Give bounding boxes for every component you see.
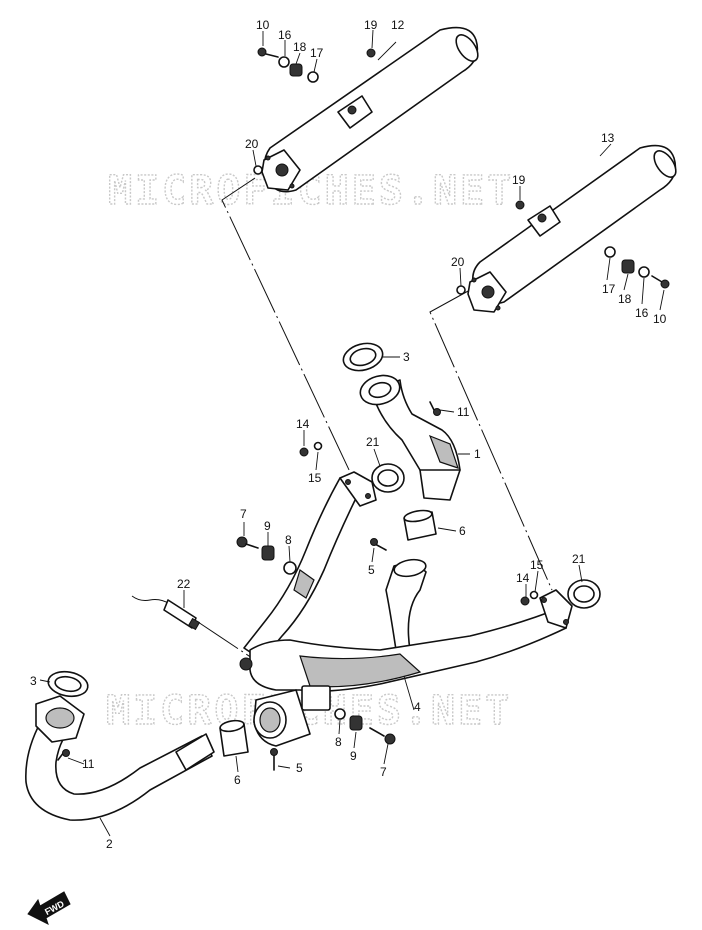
callout-12: 12 bbox=[391, 18, 405, 32]
callout-22: 22 bbox=[177, 577, 191, 591]
callout-7-right: 7 bbox=[380, 765, 387, 779]
callout-16-right: 16 bbox=[635, 306, 649, 320]
nut-19-right bbox=[515, 200, 525, 210]
callout-8-right: 8 bbox=[335, 735, 342, 749]
collar-8-right bbox=[334, 708, 346, 720]
callout-5-upper: 5 bbox=[368, 563, 375, 577]
callout-3-lower: 3 bbox=[30, 674, 37, 688]
bolt-5-upper bbox=[370, 538, 387, 551]
cushion-18-top bbox=[289, 63, 303, 77]
cushion-9-right bbox=[349, 715, 363, 731]
callout-15-left: 15 bbox=[308, 471, 322, 485]
callout-14-right: 14 bbox=[516, 571, 530, 585]
callout-9-left: 9 bbox=[264, 519, 271, 533]
collar-8-left bbox=[283, 561, 297, 575]
callout-6-lower: 6 bbox=[234, 773, 241, 787]
callout-11-upper: 11 bbox=[457, 405, 470, 419]
forward-arrow-icon: FWD bbox=[27, 891, 71, 925]
callout-6-upper: 6 bbox=[459, 524, 466, 538]
bolt-10-top bbox=[257, 47, 279, 58]
callout-20-top: 20 bbox=[245, 137, 259, 151]
callout-9-right: 9 bbox=[350, 749, 357, 763]
collar-17-right bbox=[604, 246, 616, 258]
sleeve-6-upper bbox=[403, 509, 437, 541]
callout-20-right: 20 bbox=[451, 255, 465, 269]
callout-17-top: 17 bbox=[310, 46, 324, 60]
bolt-14-left bbox=[299, 447, 309, 457]
callout-8-left: 8 bbox=[285, 533, 292, 547]
callout-13: 13 bbox=[601, 131, 615, 145]
washer-15-left bbox=[313, 441, 323, 451]
callout-7-left: 7 bbox=[240, 507, 247, 521]
muffler-12 bbox=[261, 26, 479, 193]
cushion-18-right bbox=[621, 259, 635, 274]
bolt-14-right bbox=[520, 596, 530, 606]
callout-5-lower: 5 bbox=[296, 761, 303, 775]
washer-15-right bbox=[529, 590, 539, 600]
bolt-11-lower bbox=[57, 749, 70, 761]
muffler-13 bbox=[467, 144, 677, 313]
ref-line-sensor bbox=[197, 621, 259, 663]
collar-17-top bbox=[307, 71, 319, 83]
callout-19-right: 19 bbox=[512, 173, 526, 187]
exhaust-pipe-2 bbox=[25, 695, 215, 821]
nut-19-top bbox=[366, 48, 376, 58]
bolt-10-right bbox=[651, 275, 670, 289]
callout-17-right: 17 bbox=[602, 282, 616, 296]
washer-16-right bbox=[638, 266, 650, 278]
bolt-11-upper bbox=[429, 401, 441, 416]
bolt-7-left bbox=[236, 536, 259, 549]
oxygen-sensor-22 bbox=[131, 595, 201, 631]
callout-18-top: 18 bbox=[293, 40, 307, 54]
washer-16-top bbox=[278, 56, 290, 68]
sleeve-6-lower bbox=[219, 719, 249, 757]
callout-19-top: 19 bbox=[364, 18, 378, 32]
cushion-9-left bbox=[261, 545, 275, 561]
callout-11-lower: 11 bbox=[82, 757, 95, 771]
exhaust-pipe-4 bbox=[239, 471, 573, 747]
callout-18-right: 18 bbox=[618, 292, 632, 306]
callout-1: 1 bbox=[474, 447, 481, 461]
ref-line-right-muffler bbox=[429, 289, 553, 591]
gasket-20-right bbox=[456, 285, 466, 295]
callout-14-left: 14 bbox=[296, 417, 310, 431]
callout-21-right: 21 bbox=[572, 552, 586, 566]
bolt-5-lower bbox=[270, 748, 278, 771]
callout-15-right: 15 bbox=[530, 558, 544, 572]
exhaust-pipe-1 bbox=[359, 374, 461, 501]
callout-16-top: 16 bbox=[278, 28, 292, 42]
gasket-20-top bbox=[253, 165, 263, 175]
callout-2: 2 bbox=[106, 837, 113, 851]
callout-10-right: 10 bbox=[653, 312, 667, 326]
ref-line-left-muffler bbox=[221, 177, 351, 473]
callout-21-left: 21 bbox=[366, 435, 380, 449]
callout-10-top: 10 bbox=[256, 18, 270, 32]
bolt-7-right bbox=[369, 727, 396, 745]
callout-4: 4 bbox=[414, 700, 421, 714]
callout-3-upper: 3 bbox=[403, 350, 410, 364]
